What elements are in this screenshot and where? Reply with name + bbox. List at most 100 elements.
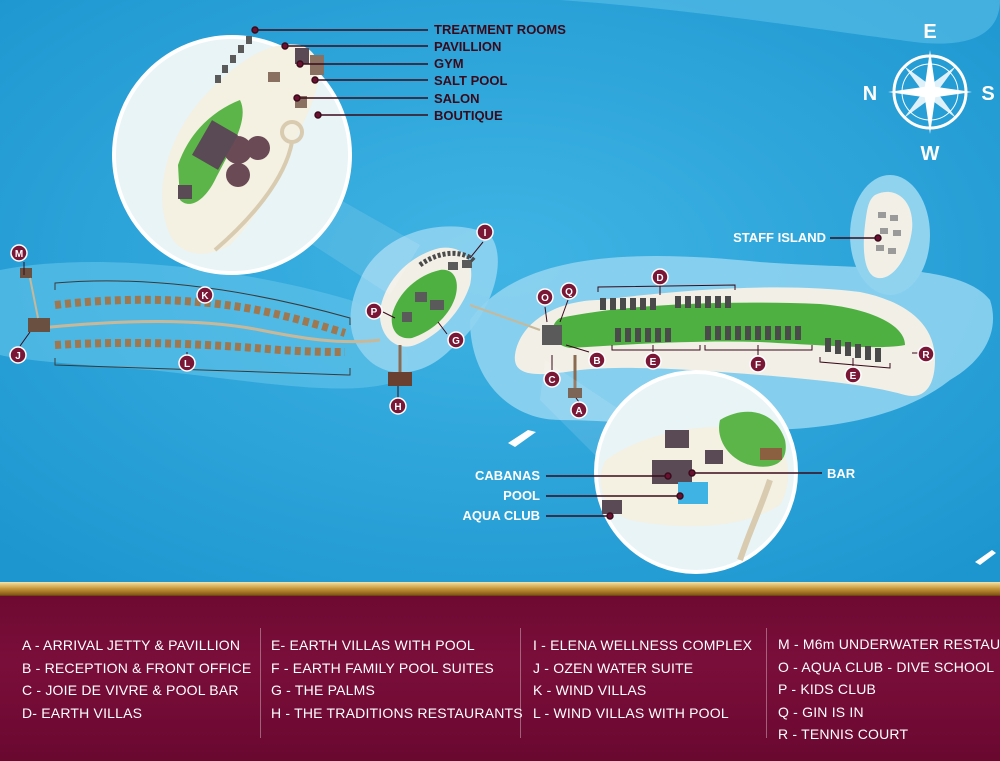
wind-villas-bracket-top [54, 280, 351, 325]
wind-villas-row-bottom [54, 338, 346, 356]
marker-o-label: O [541, 293, 549, 304]
label-treatment-rooms: TREATMENT ROOMS [434, 22, 566, 37]
legend-item-i: I - ELENA WELLNESS COMPLEX [533, 637, 753, 653]
legend-item-r: R - TENNIS COURT [778, 726, 909, 742]
compass-e: E [923, 21, 936, 43]
arrival-pavillion [568, 388, 582, 398]
marker-q-label: Q [565, 287, 573, 298]
marker-o[interactable] [536, 288, 554, 306]
callout-lines [251, 26, 882, 520]
compass: E W N S [863, 21, 995, 165]
walkway-center-main [469, 304, 541, 331]
marker-k-label: K [201, 291, 209, 302]
legend-item-p: P - KIDS CLUB [778, 681, 877, 697]
marker-e2-label: E [850, 371, 857, 382]
legend-item-m: M - M6m UNDERWATER RESTAURANT [778, 636, 1000, 652]
legend-item-q: Q - GIN IS IN [778, 703, 864, 720]
label-gym: GYM [434, 56, 464, 71]
ozen-water-suite [28, 318, 50, 332]
marker-p[interactable] [365, 302, 383, 320]
gold-divider [0, 582, 1000, 596]
underwater-restaurant [20, 268, 32, 278]
marker-l-label: L [184, 359, 190, 370]
label-aqua-club: AQUA CLUB [462, 508, 540, 523]
marker-m-label: M [15, 249, 23, 260]
label-salon: SALON [434, 91, 480, 106]
marker-h[interactable] [389, 397, 407, 415]
marker-i[interactable] [476, 223, 494, 241]
marker-l[interactable] [178, 354, 196, 372]
main-zoom-pool [678, 482, 708, 504]
marker-j[interactable] [9, 346, 27, 364]
main-zoom-buildings [602, 430, 782, 514]
legend-column-2: E- EARTH VILLAS WITH POOL F - EARTH FAMI… [271, 634, 523, 724]
marker-d[interactable] [651, 268, 669, 286]
label-bar: BAR [827, 466, 856, 481]
marker-r[interactable] [917, 345, 935, 363]
boat-icon-right [975, 550, 996, 565]
main-zoom-path [737, 479, 773, 561]
label-staff-island: STAFF ISLAND [733, 230, 826, 245]
wind-villas-jetty [39, 320, 381, 344]
marker-c[interactable] [543, 370, 561, 388]
marker-h-label: H [394, 402, 401, 413]
marker-f-label: F [755, 360, 761, 371]
legend-item-b: B - RECEPTION & FRONT OFFICE [22, 659, 252, 676]
legend-column-3: I - ELENA WELLNESS COMPLEX J - OZEN WATE… [533, 634, 752, 724]
earth-villas-bracket [597, 284, 736, 292]
legend-item-o: O - AQUA CLUB - DIVE SCHOOL [778, 658, 995, 675]
marker-p-label: P [371, 307, 378, 318]
traditions-restaurant [388, 372, 412, 386]
staff-island [863, 191, 913, 279]
label-cabanas: CABANAS [475, 468, 540, 483]
marker-j-label: J [15, 351, 21, 362]
legend-item-d: D- EARTH VILLAS [22, 704, 143, 721]
legend-item-l: L - WIND VILLAS WITH POOL [533, 704, 729, 721]
legend-panel: A - ARRIVAL JETTY & PAVILLION B - RECEPT… [0, 596, 1000, 761]
marker-e1[interactable] [644, 352, 662, 370]
earth-villas-row-bottom [615, 326, 881, 362]
boat-icon [508, 430, 536, 447]
marker-g-label: G [452, 336, 460, 347]
wind-villas-row-top [54, 295, 347, 337]
label-pavillion: PAVILLION [434, 39, 501, 54]
lagoon-west [0, 261, 408, 389]
label-salt-pool: SALT POOL [434, 73, 507, 88]
marker-b-label: B [593, 356, 600, 367]
marker-e2[interactable] [844, 366, 862, 384]
marker-i-label: I [484, 228, 487, 239]
marker-m[interactable] [10, 244, 28, 262]
legend-item-f: F - EARTH FAMILY POOL SUITES [271, 659, 494, 676]
compass-w: W [921, 143, 940, 165]
legend-item-k: K - WIND VILLAS [533, 682, 647, 698]
treatment-room-pods [215, 36, 252, 83]
marker-k[interactable] [196, 286, 214, 304]
legend-separator [260, 628, 261, 738]
marker-r-label: R [922, 350, 930, 361]
marker-a-label: A [575, 406, 582, 417]
legend-item-c: C - JOIE DE VIVRE & POOL BAR [22, 682, 239, 698]
marker-lines [19, 241, 920, 403]
earth-villas-row-top [600, 296, 731, 310]
staff-buildings [876, 212, 901, 254]
marker-q[interactable] [560, 282, 578, 300]
earth-pool-bracket [611, 345, 891, 369]
resort-map: E W N S TREATMENT ROOMS PAVILLION GYM SA… [0, 0, 1000, 582]
compass-s: S [981, 83, 994, 105]
wind-villas-bracket-bottom [54, 358, 351, 376]
marker-a[interactable] [570, 401, 588, 419]
legend-separator [520, 628, 521, 738]
m6m-jetty [29, 277, 39, 319]
label-boutique: BOUTIQUE [434, 108, 503, 123]
legend-item-a: A - ARRIVAL JETTY & PAVILLION [22, 637, 241, 653]
marker-f[interactable] [749, 355, 767, 373]
marker-d-label: D [656, 273, 663, 284]
legend-separator [766, 628, 767, 738]
marker-g[interactable] [447, 331, 465, 349]
marker-b[interactable] [588, 351, 606, 369]
legend-item-j: J - OZEN WATER SUITE [533, 659, 694, 676]
main-arrival-building [542, 325, 562, 345]
legend-column-4: M - M6m UNDERWATER RESTAURANT O - AQUA C… [778, 633, 1000, 746]
legend-item-h: H - THE TRADITIONS RESTAURANTS [271, 704, 523, 721]
compass-n: N [863, 83, 877, 105]
